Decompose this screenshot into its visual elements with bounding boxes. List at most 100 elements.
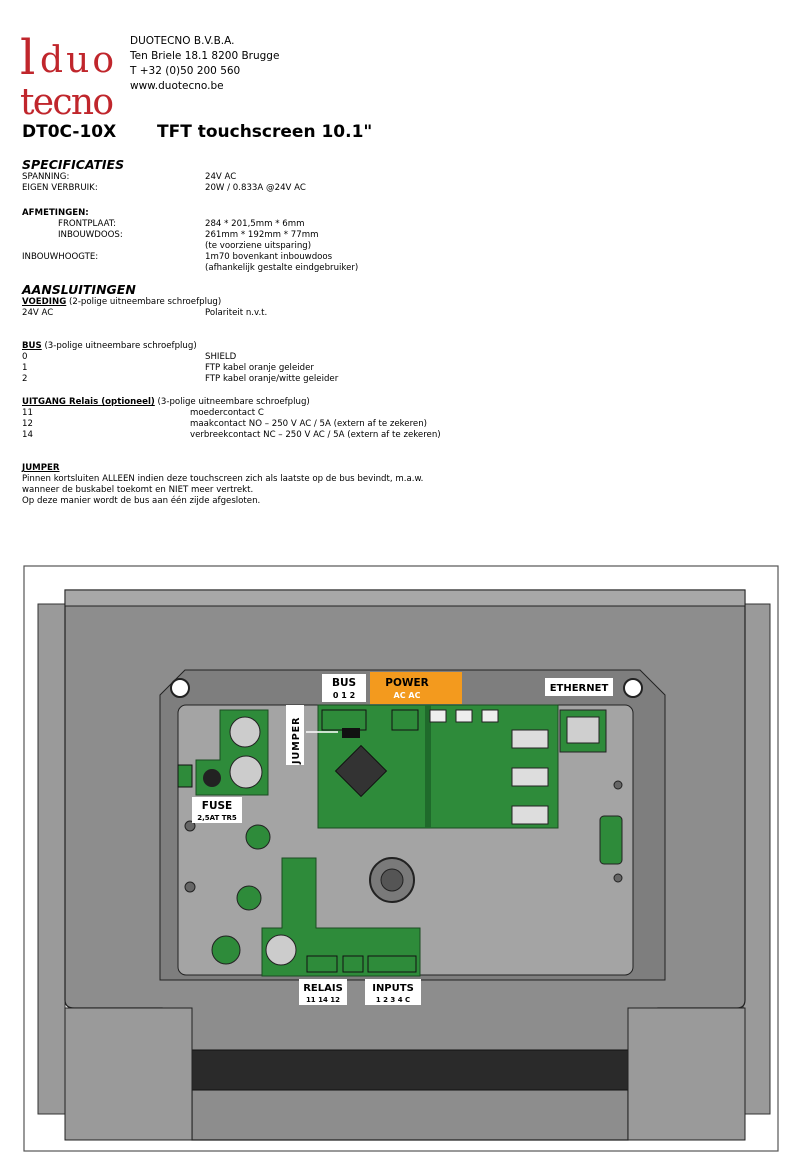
jumper-line-3: Op deze manier wordt de bus aan één zijd…	[22, 496, 261, 506]
relais-callout-pins: 11 14 12	[306, 996, 340, 1004]
inputs-connector	[367, 955, 417, 973]
relay-desc-11: moedercontact C	[190, 408, 264, 418]
relay-title-line: UITGANG Relais (optioneel) (3-polige uit…	[22, 397, 310, 408]
pcb-io	[261, 857, 421, 977]
power-callout: POWER	[385, 677, 428, 689]
power-desc: (2-polige uitneembare schroefplug)	[66, 297, 222, 307]
header-3	[481, 709, 499, 723]
standoff-2	[184, 881, 196, 893]
relais-connector	[306, 955, 338, 973]
fuse-connector	[177, 764, 193, 788]
spec-power-label: EIGEN VERBRUIK:	[22, 183, 98, 193]
dimensions-heading: AFMETINGEN:	[22, 208, 89, 218]
capacitor-2	[229, 755, 263, 789]
power-connector	[391, 709, 419, 731]
io-capacitor	[265, 934, 297, 966]
top-rail	[64, 589, 746, 607]
company-street: Ten Briele 18.1 8200 Brugge	[130, 50, 280, 62]
relay-title: UITGANG Relais (optioneel)	[22, 397, 155, 407]
bus-title-line: BUS (3-polige uitneembare schroefplug)	[22, 341, 197, 352]
company-website: www.duotecno.be	[130, 80, 224, 92]
standoff-4	[613, 873, 623, 883]
hdmi-port	[599, 815, 623, 865]
header-1	[429, 709, 447, 723]
box-label: INBOUWDOOS:	[58, 230, 123, 240]
bus-callout: BUS	[332, 677, 356, 689]
bus-pin-0: 0	[22, 352, 28, 362]
relay-pin-11: 11	[22, 408, 33, 418]
power-value: Polariteit n.v.t.	[205, 308, 268, 318]
ethernet-callout-box	[545, 678, 613, 696]
spec-power-value: 20W / 0.833A @24V AC	[205, 183, 306, 193]
mount-hole-right	[623, 678, 643, 698]
jumper-callout-box	[286, 705, 304, 765]
bus-title: BUS	[22, 341, 42, 351]
header-2	[455, 709, 473, 723]
height-note: (afhankelijk gestalte eindgebruiker)	[205, 263, 359, 273]
bus-callout-pins: 0 1 2	[333, 691, 355, 700]
logo-word-duo: duo	[40, 40, 114, 81]
relais-callout-box	[299, 979, 347, 1005]
bus-desc-1: FTP kabel oranje geleider	[205, 363, 314, 373]
connections-heading: AANSLUITINGEN	[22, 282, 136, 297]
product-name: TFT touchscreen 10.1"	[157, 122, 373, 142]
jumper-line-1: Pinnen kortsluiten ALLEEN indien deze to…	[22, 474, 424, 484]
bus-pin-1: 1	[22, 363, 28, 373]
inputs-callout: INPUTS	[372, 983, 414, 994]
relay-desc-14: verbreekcontact NC – 250 V AC / 5A (exte…	[190, 430, 441, 440]
jumper-pins	[342, 728, 360, 738]
processor-chip	[334, 744, 388, 798]
box-value: 261mm * 192mm * 77mm	[205, 230, 319, 240]
mount-hole-left	[170, 678, 190, 698]
page-title: DT0C-10X TFT touchscreen 10.1"	[22, 122, 372, 142]
bus-connector	[321, 709, 367, 731]
model-number: DT0C-10X	[22, 122, 117, 142]
relais-connector-2	[342, 955, 364, 973]
duotecno-logo: l duo tecno	[20, 30, 114, 122]
jumper-line-2: wanneer de buskabel toekomt en NIET meer…	[22, 485, 254, 495]
relay-desc-12: maakcontact NO – 250 V AC / 5A (extern a…	[190, 419, 428, 429]
fuse-callout-rating: 2,5AT TR5	[197, 814, 237, 822]
fuse-holder	[203, 769, 221, 787]
usb-port-2	[511, 767, 549, 787]
spec-voltage-label: SPANNING:	[22, 172, 70, 182]
bottom-foot-left	[64, 1007, 193, 1141]
device-back-drawing: BUS 0 1 2 POWER AC AC ETHERNET JUMPER FU…	[23, 565, 779, 1152]
company-phone: T +32 (0)50 200 560	[130, 65, 241, 77]
electrolytic-2	[236, 885, 262, 911]
bus-pin-2: 2	[22, 374, 28, 384]
logo-letter-l: l	[20, 30, 35, 86]
power-title: VOEDING	[22, 297, 67, 307]
capacitor-1	[229, 716, 261, 748]
logo-word-tecno: tecno	[20, 82, 114, 122]
pcb-main-divider	[425, 705, 431, 828]
bus-desc-2: FTP kabel oranje/witte geleider	[205, 374, 339, 384]
ethernet-callout: ETHERNET	[550, 683, 609, 694]
spec-voltage-value: 24V AC	[205, 172, 237, 182]
bus-callout-box	[322, 674, 366, 702]
power-callout-pins: AC AC	[394, 691, 421, 700]
relay-desc: (3-polige uitneembare schroefplug)	[154, 397, 310, 407]
fuse-callout-box	[192, 797, 242, 823]
bottom-dark-strip	[191, 1049, 629, 1091]
box-note: (te voorziene uitsparing)	[205, 241, 312, 251]
relay-pin-12: 12	[22, 419, 33, 429]
front-label: FRONTPLAAT:	[58, 219, 117, 229]
spec-heading: SPECIFICATIES	[22, 157, 125, 172]
fuse-callout: FUSE	[202, 800, 232, 812]
inputs-callout-box	[365, 979, 421, 1005]
bottom-foot-right	[627, 1007, 746, 1141]
bus-desc: (3-polige uitneembare schroefplug)	[41, 341, 197, 351]
front-value: 284 * 201,5mm * 6mm	[205, 219, 305, 229]
usb-port-1	[511, 729, 549, 749]
ethernet-socket	[566, 716, 600, 744]
inputs-callout-pins: 1 2 3 4 C	[376, 996, 410, 1004]
side-plate-right	[742, 603, 771, 1115]
height-value: 1m70 bovenkant inbouwdoos	[205, 252, 333, 262]
standoff-1	[184, 820, 196, 832]
electrolytic-1	[245, 824, 271, 850]
company-name: DUOTECNO B.V.B.A.	[130, 35, 235, 47]
jumper-callout: JUMPER	[291, 717, 302, 765]
company-address: DUOTECNO B.V.B.A. Ten Briele 18.1 8200 B…	[130, 34, 279, 94]
relay-pin-14: 14	[22, 430, 33, 440]
